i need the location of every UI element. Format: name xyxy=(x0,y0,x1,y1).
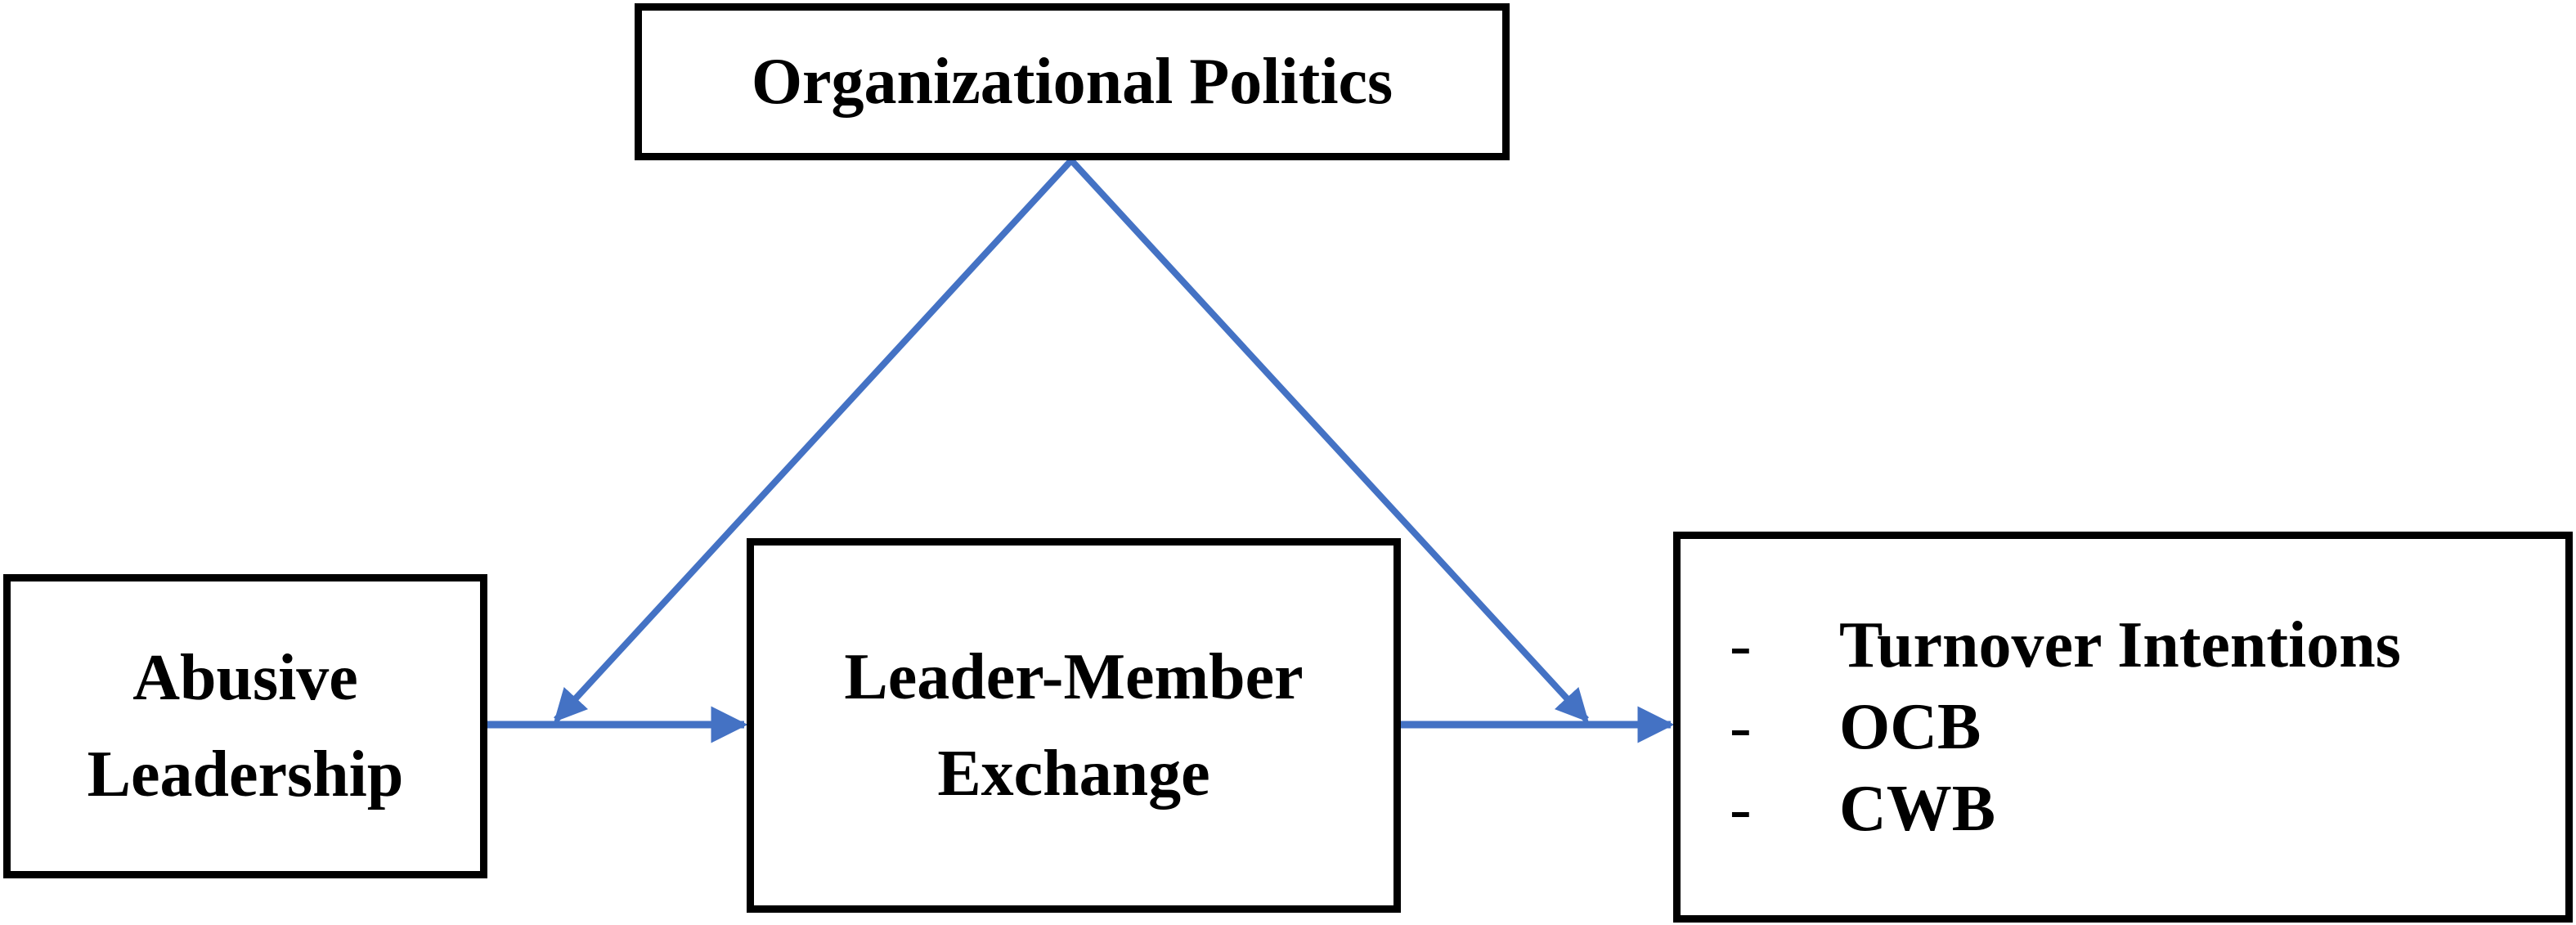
outcome-item: - OCB xyxy=(1730,686,1981,768)
mediator-box: Leader-Member Exchange xyxy=(747,538,1401,913)
outcome-item: - Turnover Intentions xyxy=(1730,604,2401,686)
arrow-moderator-to-second-path xyxy=(1069,158,1589,722)
outcome-label: CWB xyxy=(1839,772,1996,845)
moderator-label: Organizational Politics xyxy=(751,45,1393,118)
bullet-dash: - xyxy=(1730,772,1752,845)
predictor-label-line-1: Abusive xyxy=(132,642,358,714)
predictor-box: Abusive Leadership xyxy=(3,574,487,878)
mediator-label-line-2: Exchange xyxy=(937,738,1210,810)
arrow-moderator-to-first-path xyxy=(554,158,1074,722)
outcome-label: Turnover Intentions xyxy=(1839,608,2401,681)
bullet-dash: - xyxy=(1730,608,1752,681)
outcome-label: OCB xyxy=(1839,690,1981,763)
mediator-label-line-1: Leader-Member xyxy=(844,641,1304,713)
outcome-item: - CWB xyxy=(1730,768,1995,850)
predictor-label-line-2: Leadership xyxy=(87,739,404,810)
moderator-box: Organizational Politics xyxy=(635,3,1510,160)
bullet-dash: - xyxy=(1730,690,1752,763)
outcomes-box: - Turnover Intentions - OCB - CWB xyxy=(1673,532,2573,923)
